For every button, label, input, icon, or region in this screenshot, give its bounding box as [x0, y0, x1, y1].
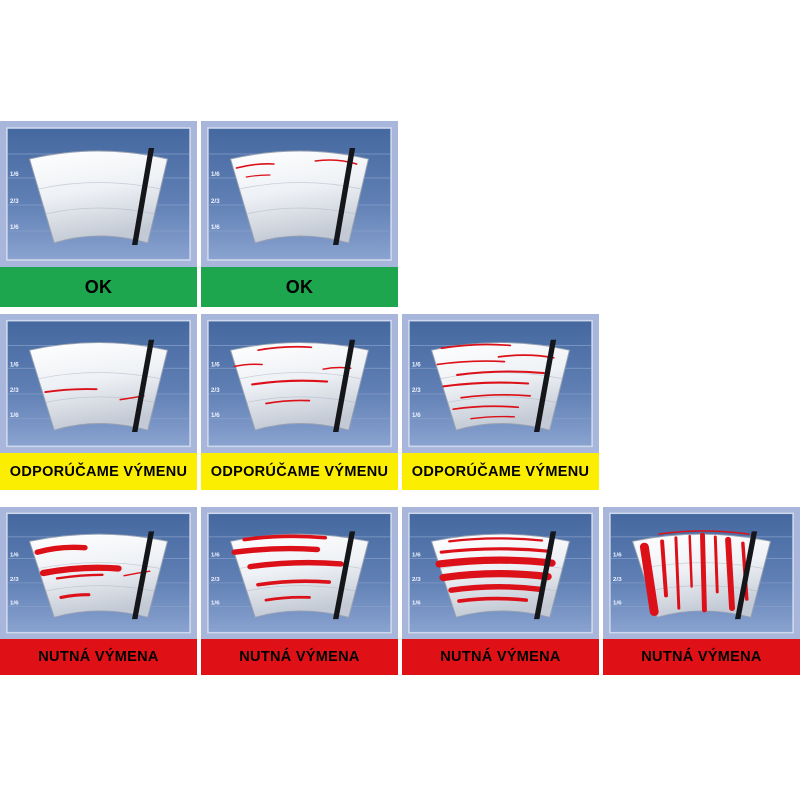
scale-label: 1/6: [10, 600, 19, 607]
wiper-blade-icon: [332, 339, 356, 433]
wiper-blade-icon: [131, 531, 155, 620]
status-bar-recommend: ODPORÚČAME VÝMENU: [402, 453, 599, 490]
status-label: NUTNÁ VÝMENA: [38, 649, 159, 665]
scale-label: 1/6: [613, 600, 622, 607]
wiper-wear-cell-replace-1: 1/6 2/3 1/6 NUTNÁ VÝMENA: [0, 507, 197, 675]
wiper-blade-icon: [131, 339, 155, 433]
wiper-test-pattern: 1/6 2/3 1/6: [402, 314, 599, 453]
wiper-test-pattern: 1/6 2/3 1/6: [0, 507, 197, 639]
scale-label: 2/3: [412, 576, 421, 583]
status-label: NUTNÁ VÝMENA: [239, 649, 360, 665]
wipe-area: [28, 150, 169, 244]
status-bar-recommend: ODPORÚČAME VÝMENU: [201, 453, 398, 490]
wear-marks: [34, 544, 151, 599]
scale-label: 2/3: [211, 576, 220, 583]
wiper-wear-cell-ok-1: 1/6 2/3 1/6 OK: [0, 121, 197, 307]
status-label: NUTNÁ VÝMENA: [440, 649, 561, 665]
wear-marks: [231, 534, 344, 602]
scale-label: 1/6: [10, 361, 19, 368]
scale-label: 1/6: [412, 552, 421, 559]
wear-marks: [435, 537, 556, 603]
status-bar-ok: OK: [201, 267, 398, 307]
status-label: OK: [84, 276, 113, 297]
wear-marks: [233, 345, 352, 405]
status-bar-replace: NUTNÁ VÝMENA: [0, 639, 197, 675]
wear-marks: [436, 343, 555, 420]
wiper-wear-cell-recommend-1: 1/6 2/3 1/6 ODPORÚČAME VÝMENU: [0, 314, 197, 490]
wiper-test-pattern-svg: 1/6 2/3 1/6: [0, 314, 197, 453]
status-label: NUTNÁ VÝMENA: [641, 649, 762, 665]
wiper-test-pattern: 1/6 2/3 1/6: [0, 314, 197, 453]
wiper-test-pattern: 1/6 2/3 1/6: [201, 121, 398, 267]
scale-label: 1/6: [211, 171, 220, 178]
wiper-test-pattern: 1/6 2/3 1/6: [603, 507, 800, 639]
status-bar-replace: NUTNÁ VÝMENA: [201, 639, 398, 675]
status-bar-ok: OK: [0, 267, 197, 307]
scale-label: 1/6: [10, 171, 19, 178]
wiper-test-pattern-svg: 1/6 2/3 1/6: [603, 507, 800, 639]
wiper-test-pattern: 1/6 2/3 1/6: [402, 507, 599, 639]
scale-label: 2/3: [10, 198, 19, 205]
scale-label: 1/6: [10, 552, 19, 559]
wiper-test-pattern-svg: 1/6 2/3 1/6: [201, 507, 398, 639]
scale-label: 1/6: [412, 600, 421, 607]
wiper-blade-icon: [332, 148, 356, 245]
scale-label: 1/6: [613, 552, 622, 559]
wiper-test-pattern-svg: 1/6 2/3 1/6: [0, 507, 197, 639]
status-label: ODPORÚČAME VÝMENU: [411, 463, 590, 480]
status-label: ODPORÚČAME VÝMENU: [9, 463, 188, 480]
scale-label: 1/6: [211, 412, 220, 419]
wiper-blade-icon: [533, 531, 557, 620]
wiper-test-pattern-svg: 1/6 2/3 1/6: [402, 314, 599, 453]
wiper-test-pattern: 1/6 2/3 1/6: [201, 314, 398, 453]
scale-label: 2/3: [10, 576, 19, 583]
wiper-blade-icon: [533, 339, 557, 433]
scale-label: 1/6: [10, 412, 19, 419]
status-label: OK: [285, 276, 314, 297]
scale-label: 1/6: [211, 224, 220, 231]
wipe-area: [229, 342, 370, 431]
wiper-wear-cell-replace-3: 1/6 2/3 1/6 NUTNÁ VÝMENA: [402, 507, 599, 675]
wiper-test-pattern-svg: 1/6 2/3 1/6: [201, 121, 398, 267]
scale-label: 1/6: [10, 224, 19, 231]
wiper-wear-cell-recommend-3: 1/6 2/3 1/6 ODPORÚČAME VÝMENU: [402, 314, 599, 490]
wiper-test-pattern: 1/6 2/3 1/6: [0, 121, 197, 267]
status-label: ODPORÚČAME VÝMENU: [210, 463, 389, 480]
wiper-blade-icon: [734, 531, 758, 620]
scale-label: 1/6: [211, 552, 220, 559]
scale-label: 2/3: [211, 198, 220, 205]
scale-label: 2/3: [10, 387, 19, 394]
wipe-area: [28, 342, 169, 431]
scale-label: 2/3: [613, 576, 622, 583]
scale-label: 1/6: [211, 600, 220, 607]
wipe-area: [229, 150, 370, 244]
wiper-wear-cell-replace-4: 1/6 2/3 1/6 NUTNÁ VÝMENA: [603, 507, 800, 675]
wiper-test-pattern-svg: 1/6 2/3 1/6: [402, 507, 599, 639]
scale-label: 1/6: [211, 361, 220, 368]
scale-label: 1/6: [412, 412, 421, 419]
wiper-test-pattern-svg: 1/6 2/3 1/6: [201, 314, 398, 453]
wiper-wear-cell-ok-2: 1/6 2/3 1/6 OK: [201, 121, 398, 307]
wiper-test-pattern: 1/6 2/3 1/6: [201, 507, 398, 639]
scale-label: 2/3: [412, 387, 421, 394]
wiper-wear-cell-recommend-2: 1/6 2/3 1/6 ODPORÚČAME VÝMENU: [201, 314, 398, 490]
status-bar-replace: NUTNÁ VÝMENA: [603, 639, 800, 675]
wiper-wear-cell-replace-2: 1/6 2/3 1/6 NUTNÁ VÝMENA: [201, 507, 398, 675]
status-bar-replace: NUTNÁ VÝMENA: [402, 639, 599, 675]
scale-label: 1/6: [412, 361, 421, 368]
wiper-test-pattern-svg: 1/6 2/3 1/6: [0, 121, 197, 267]
wiper-blade-icon: [332, 531, 356, 620]
scale-label: 2/3: [211, 387, 220, 394]
status-bar-recommend: ODPORÚČAME VÝMENU: [0, 453, 197, 490]
wiper-blade-icon: [131, 148, 155, 245]
wear-marks: [235, 159, 358, 178]
